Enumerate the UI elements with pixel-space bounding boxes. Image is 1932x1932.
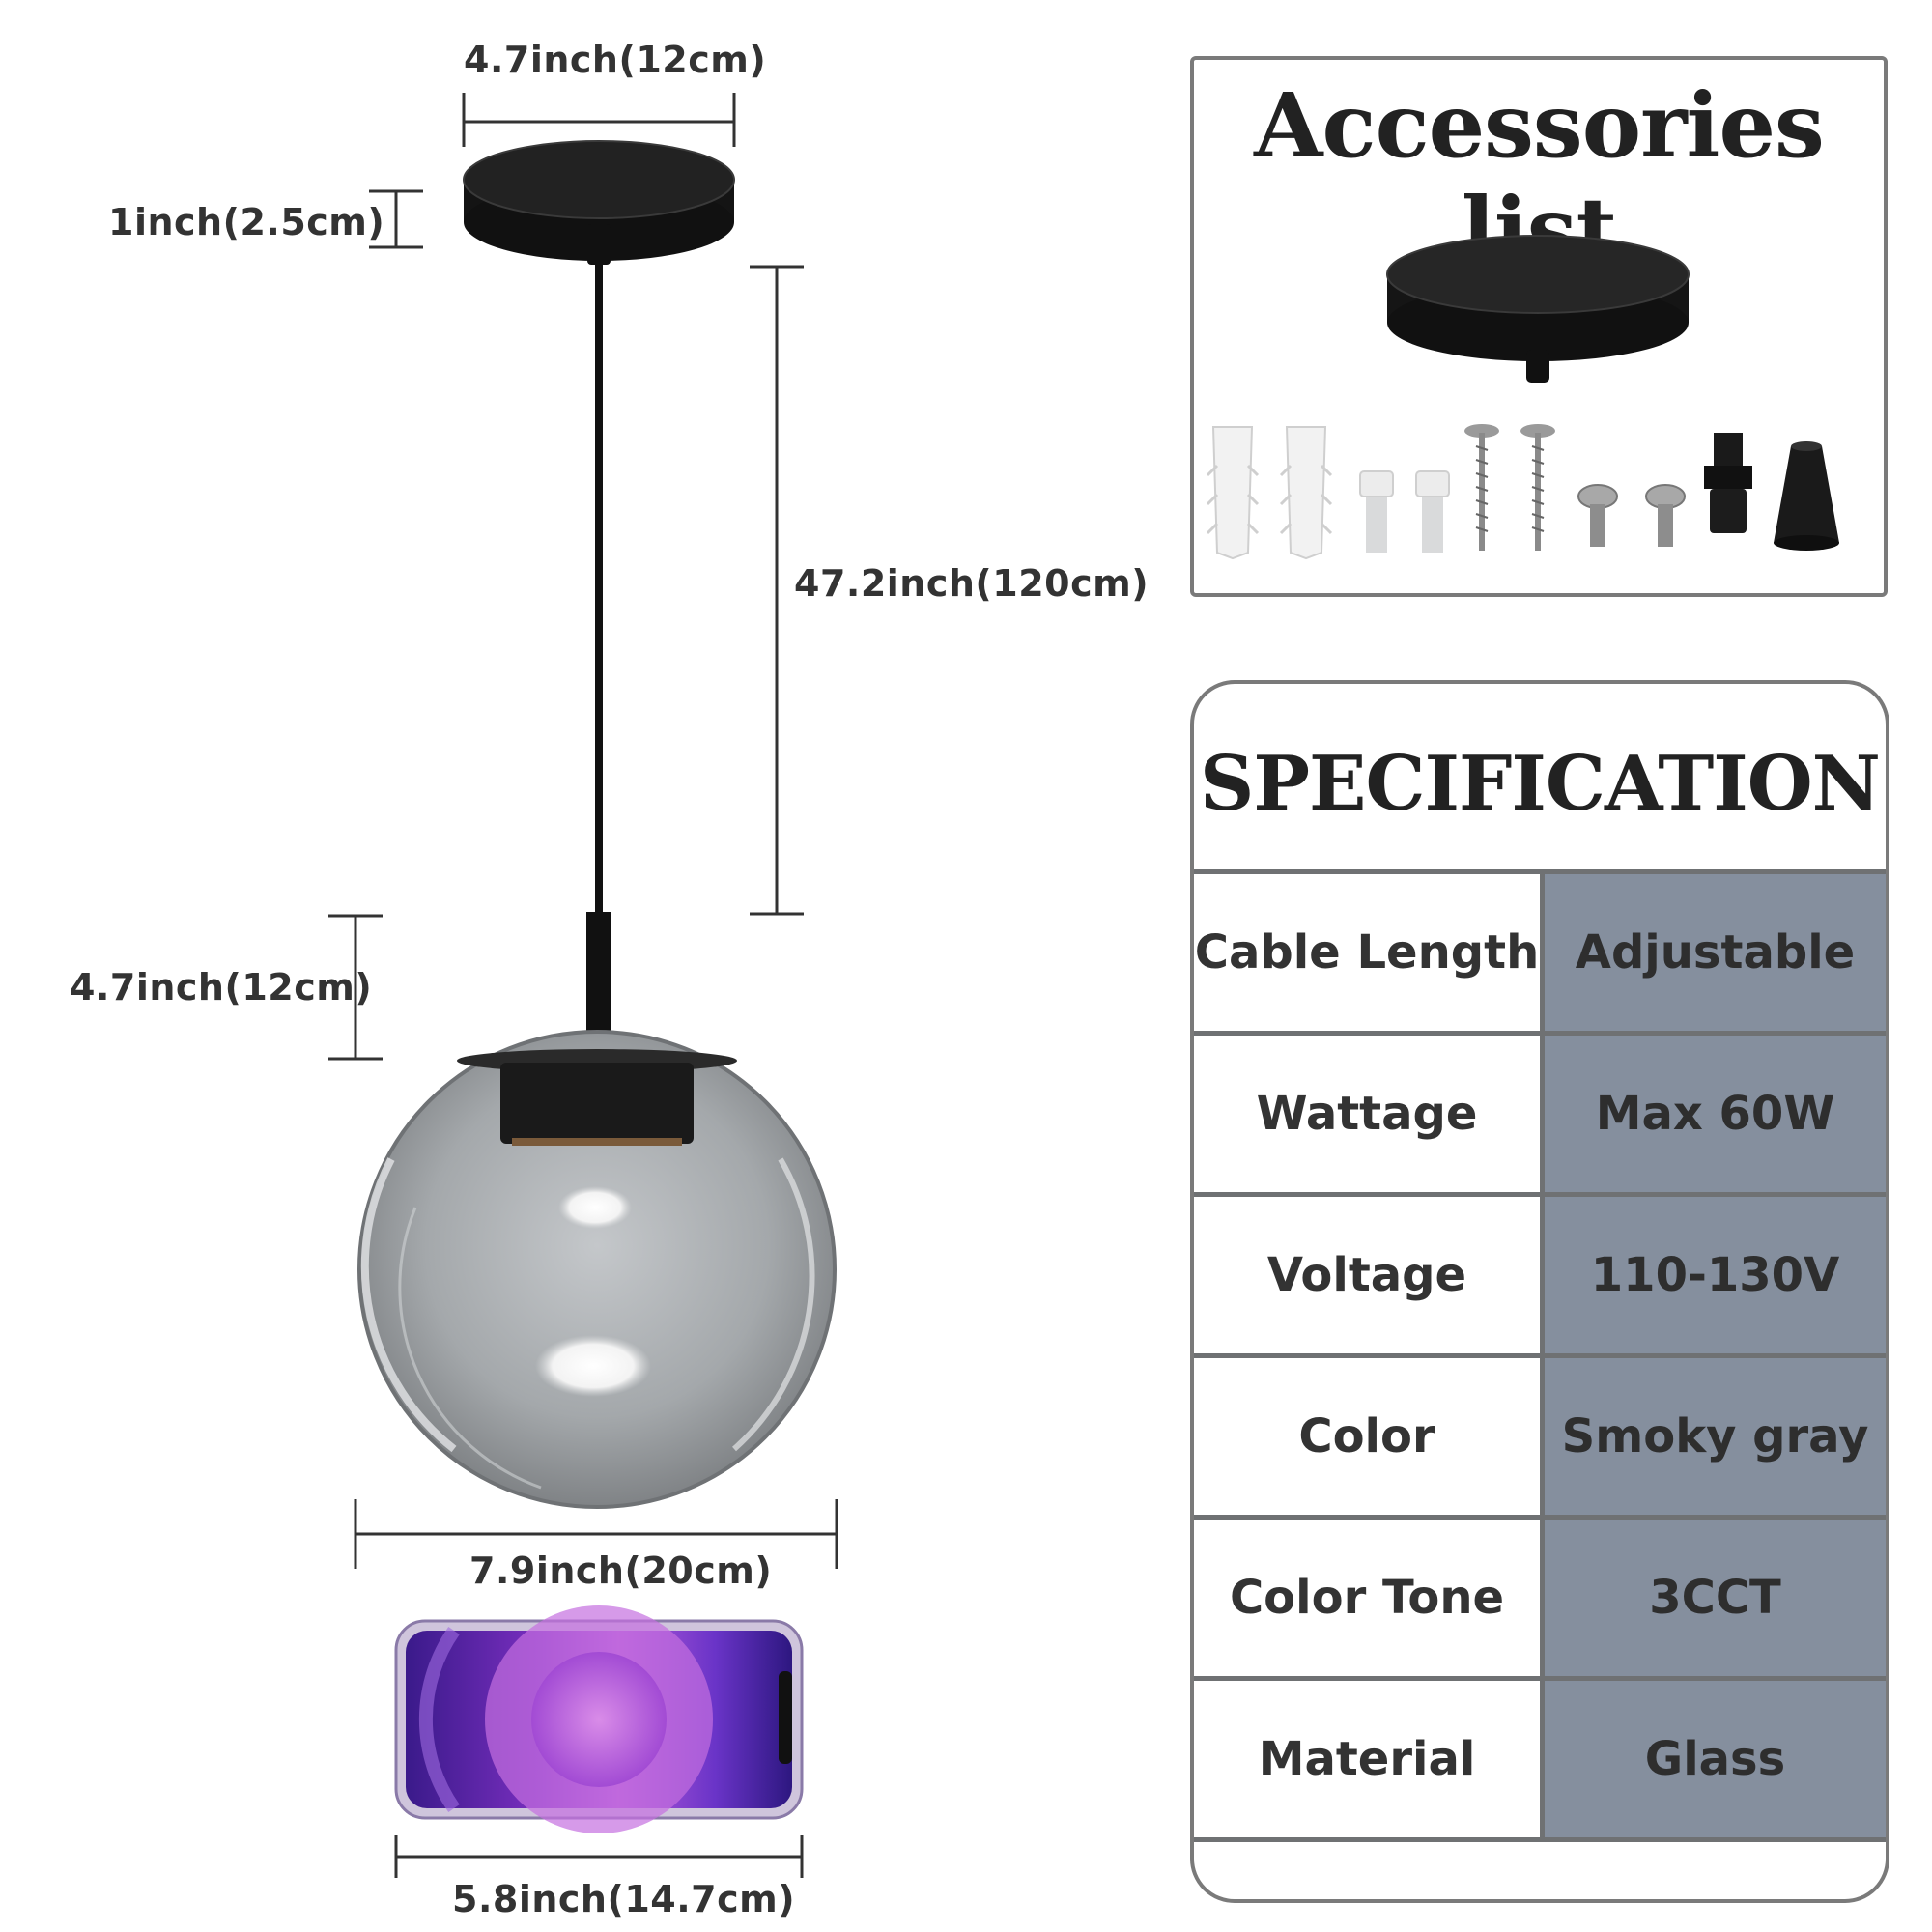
phone-width-label: 5.8inch(14.7cm) [452, 1878, 796, 1920]
spec-label: Color [1194, 1358, 1545, 1515]
socket-height-label: 4.7inch(12cm) [70, 966, 373, 1009]
globe-width-dimension [354, 1499, 838, 1569]
accessory-cable-gripper [1704, 433, 1752, 533]
accessory-long-screw-2 [1520, 424, 1555, 551]
accessory-short-screw-1 [1577, 484, 1618, 547]
globe-width-label: 7.9inch(20cm) [469, 1549, 773, 1592]
glass-globe [357, 1030, 837, 1509]
spec-label: Material [1194, 1681, 1545, 1837]
spec-row-voltage: Voltage 110-130V [1194, 1192, 1886, 1353]
accessory-wall-anchor-2 [1279, 426, 1333, 560]
accessory-short-anchor-2 [1415, 470, 1450, 553]
spec-label: Voltage [1194, 1197, 1545, 1353]
specification-panel: SPECIFICATION Cable Length Adjustable Wa… [1190, 680, 1889, 1903]
accessory-short-anchor-1 [1359, 470, 1394, 553]
accessories-panel: Accessories list [1190, 56, 1888, 597]
spec-label: Cable Length [1194, 874, 1545, 1031]
spec-row-material: Material Glass [1194, 1676, 1886, 1842]
spec-value: Smoky gray [1545, 1358, 1886, 1515]
spec-value: 3CCT [1545, 1520, 1886, 1676]
spec-row-color: Color Smoky gray [1194, 1353, 1886, 1515]
spec-row-color-tone: Color Tone 3CCT [1194, 1515, 1886, 1676]
cable-length-dimension [750, 265, 804, 916]
spec-value: Glass [1545, 1681, 1886, 1837]
accessory-short-screw-2 [1645, 484, 1686, 547]
socket-height-dimension [328, 914, 383, 1061]
spec-value: Adjustable [1545, 874, 1886, 1031]
spec-label: Wattage [1194, 1036, 1545, 1192]
phone-size-reference [394, 1605, 804, 1833]
spec-value: Max 60W [1545, 1036, 1886, 1192]
pendant-light-illustration [328, 93, 838, 1878]
spec-row-wattage: Wattage Max 60W [1194, 1031, 1886, 1192]
canopy-height-dimension [369, 189, 423, 249]
phone-width-dimension [394, 1835, 804, 1878]
accessory-wall-anchor-1 [1206, 426, 1260, 560]
specification-table: Cable Length Adjustable Wattage Max 60W … [1194, 869, 1886, 1842]
canopy-width-label: 4.7inch(12cm) [464, 39, 767, 81]
cable-length-label: 47.2inch(120cm) [794, 562, 1150, 605]
canopy-width-dimension [462, 93, 736, 147]
accessory-cable-gripper-cap [1774, 441, 1839, 551]
accessory-long-screw-1 [1464, 424, 1499, 551]
spec-row-cable-length: Cable Length Adjustable [1194, 869, 1886, 1031]
canopy-height-label: 1inch(2.5cm) [108, 201, 385, 243]
canopy [463, 140, 735, 265]
accessories-items [1206, 235, 1839, 560]
specification-title: SPECIFICATION [1200, 740, 1881, 828]
spec-value: 110-130V [1545, 1197, 1886, 1353]
spec-label: Color Tone [1194, 1520, 1545, 1676]
accessory-canopy-plate [1386, 235, 1690, 383]
